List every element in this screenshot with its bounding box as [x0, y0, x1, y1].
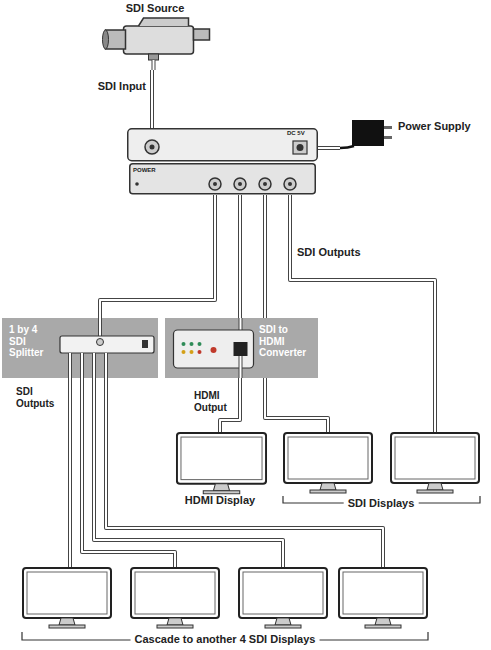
power-adapter: Power Supply: [340, 112, 486, 162]
callout-label: Cascade to another 4 SDI Displays: [131, 633, 320, 646]
cable-core: [151, 70, 153, 128]
sdi-cable: [238, 195, 242, 318]
callout-label: SDI Outputs: [297, 246, 361, 259]
sdi-cable: [318, 146, 340, 150]
sdi-display: [284, 433, 479, 493]
hdmi-display: HDMI Display: [172, 432, 271, 509]
node-label: SDI Source: [92, 2, 218, 15]
sdi-cable: [150, 70, 154, 128]
node-label: HDMI Display: [172, 494, 268, 507]
power-adapter-drawing: [340, 112, 486, 162]
callout-label: DC 5V: [287, 130, 305, 137]
callout-label: SDI Displays: [344, 497, 419, 510]
node-label: 1 by 4 SDI Splitter: [9, 324, 55, 359]
sdi-cable: [100, 195, 215, 318]
video-camera: SDI Source: [92, 2, 221, 70]
sdi-splitter-unit-drawing: [127, 128, 318, 195]
cable-label: HDMI Output: [194, 390, 236, 413]
splitter-panel: 1 by 4 SDI Splitter: [2, 318, 158, 378]
cascade-display: [23, 568, 427, 628]
callout-label: SDI Outputs: [16, 386, 64, 409]
sdi-splitter-unit: POWER: [127, 128, 318, 195]
cable-core: [239, 195, 241, 318]
node-label: POWER: [133, 167, 156, 174]
cable-core: [100, 195, 215, 318]
cable-label: SDI Input: [86, 80, 146, 93]
sdi-cables: [70, 195, 435, 567]
converter-panel: SDI to HDMI Converter: [165, 318, 318, 378]
node-label: SDI to HDMI Converter: [259, 324, 315, 359]
node-label: Power Supply: [398, 120, 471, 133]
cable-core: [318, 147, 340, 149]
